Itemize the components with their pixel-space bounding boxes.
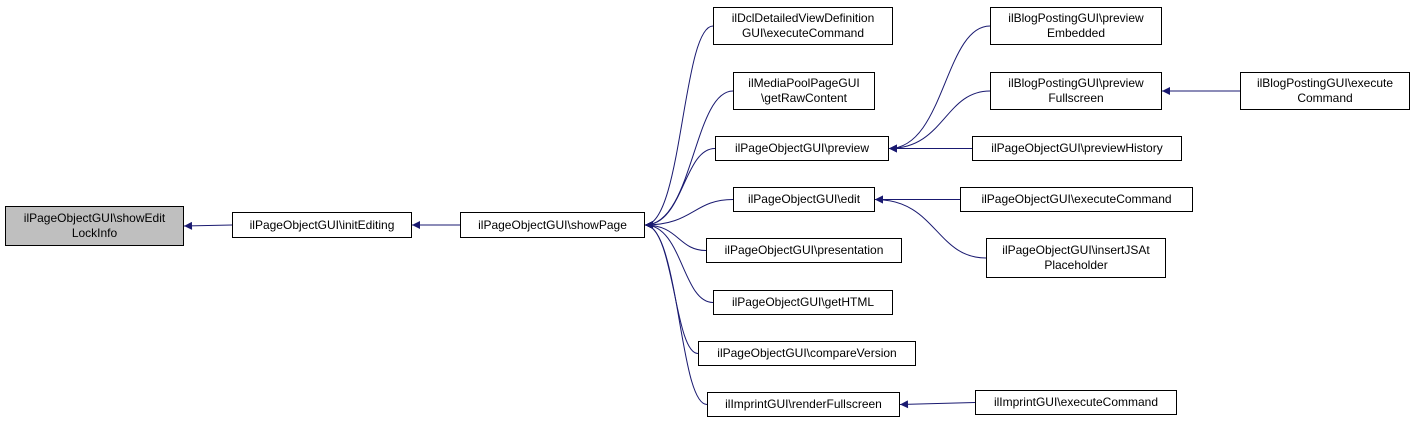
edge-initEditing-to-showEditLockInfo [183,221,233,230]
node-executeCommand[interactable]: ilPageObjectGUI\executeCommand [960,187,1193,212]
node-preview[interactable]: ilPageObjectGUI\preview [715,136,889,161]
node-getHTML[interactable]: ilPageObjectGUI\getHTML [713,290,893,315]
node-label: ilPageObjectGUI\showEdit [23,211,166,225]
node-label: ilPageObjectGUI\executeCommand [981,192,1172,206]
edge-dclExecute-to-showPage [644,25,714,229]
edge-blogPrevFull-to-preview [888,90,991,153]
node-label: LockInfo [71,226,118,240]
node-compareVersion[interactable]: ilPageObjectGUI\compareVersion [698,341,916,366]
node-label: ilBlogPostingGUI\preview [1008,11,1144,25]
edge-insertJS-to-edit [874,195,987,259]
edge-imprintExecute-to-imprintRender [899,400,976,409]
node-label: ilPageObjectGUI\showPage [478,217,627,232]
node-label: ilImprintGUI\renderFullscreen [725,397,882,411]
node-label: Embedded [1046,26,1106,40]
node-label: Command [1297,91,1353,105]
node-label: \getRawContent [760,91,848,105]
node-label: ilBlogPostingGUI\execute [1256,76,1394,90]
node-label: ilPageObjectGUI\getHTML [731,295,875,309]
node-label: ilImprintGUI\executeCommand [993,395,1159,409]
node-label: ilDclDetailedViewDefinition [731,11,875,25]
node-label: Placeholder [1044,258,1108,272]
edge-blogPrevEmb-to-preview [888,25,991,153]
edge-getHTML-to-showPage [644,221,714,303]
node-mediaPoolRaw[interactable]: ilMediaPoolPageGUI\getRawContent [733,72,875,110]
edge-imprintRender-to-showPage [644,221,708,405]
node-previewHistory[interactable]: ilPageObjectGUI\previewHistory [972,136,1182,161]
edge-preview-to-showPage [644,148,716,229]
node-edit[interactable]: ilPageObjectGUI\edit [733,187,875,212]
node-label: GUI\executeCommand [741,26,865,40]
node-showPage[interactable]: ilPageObjectGUI\showPage [460,212,645,238]
node-initEditing[interactable]: ilPageObjectGUI\initEditing [232,212,412,238]
node-label: ilPageObjectGUI\preview [734,141,870,155]
node-label: Fullscreen [1048,91,1104,105]
node-presentation[interactable]: ilPageObjectGUI\presentation [706,238,902,263]
node-label: ilPageObjectGUI\presentation [724,243,884,257]
node-imprintExecute[interactable]: ilImprintGUI\executeCommand [975,390,1177,415]
node-imprintRender[interactable]: ilImprintGUI\renderFullscreen [707,392,900,417]
node-label: ilPageObjectGUI\insertJSAt [1002,243,1150,257]
edge-edit-to-showPage [644,199,734,229]
node-label: ilPageObjectGUI\compareVersion [717,346,897,360]
node-label: ilPageObjectGUI\previewHistory [991,141,1163,155]
node-label: ilBlogPostingGUI\preview [1008,76,1144,90]
edge-presentation-to-showPage [644,221,707,251]
node-label: ilPageObjectGUI\edit [747,192,861,206]
node-label: ilMediaPoolPageGUI [748,76,860,90]
node-label: ilPageObjectGUI\initEditing [249,217,395,232]
